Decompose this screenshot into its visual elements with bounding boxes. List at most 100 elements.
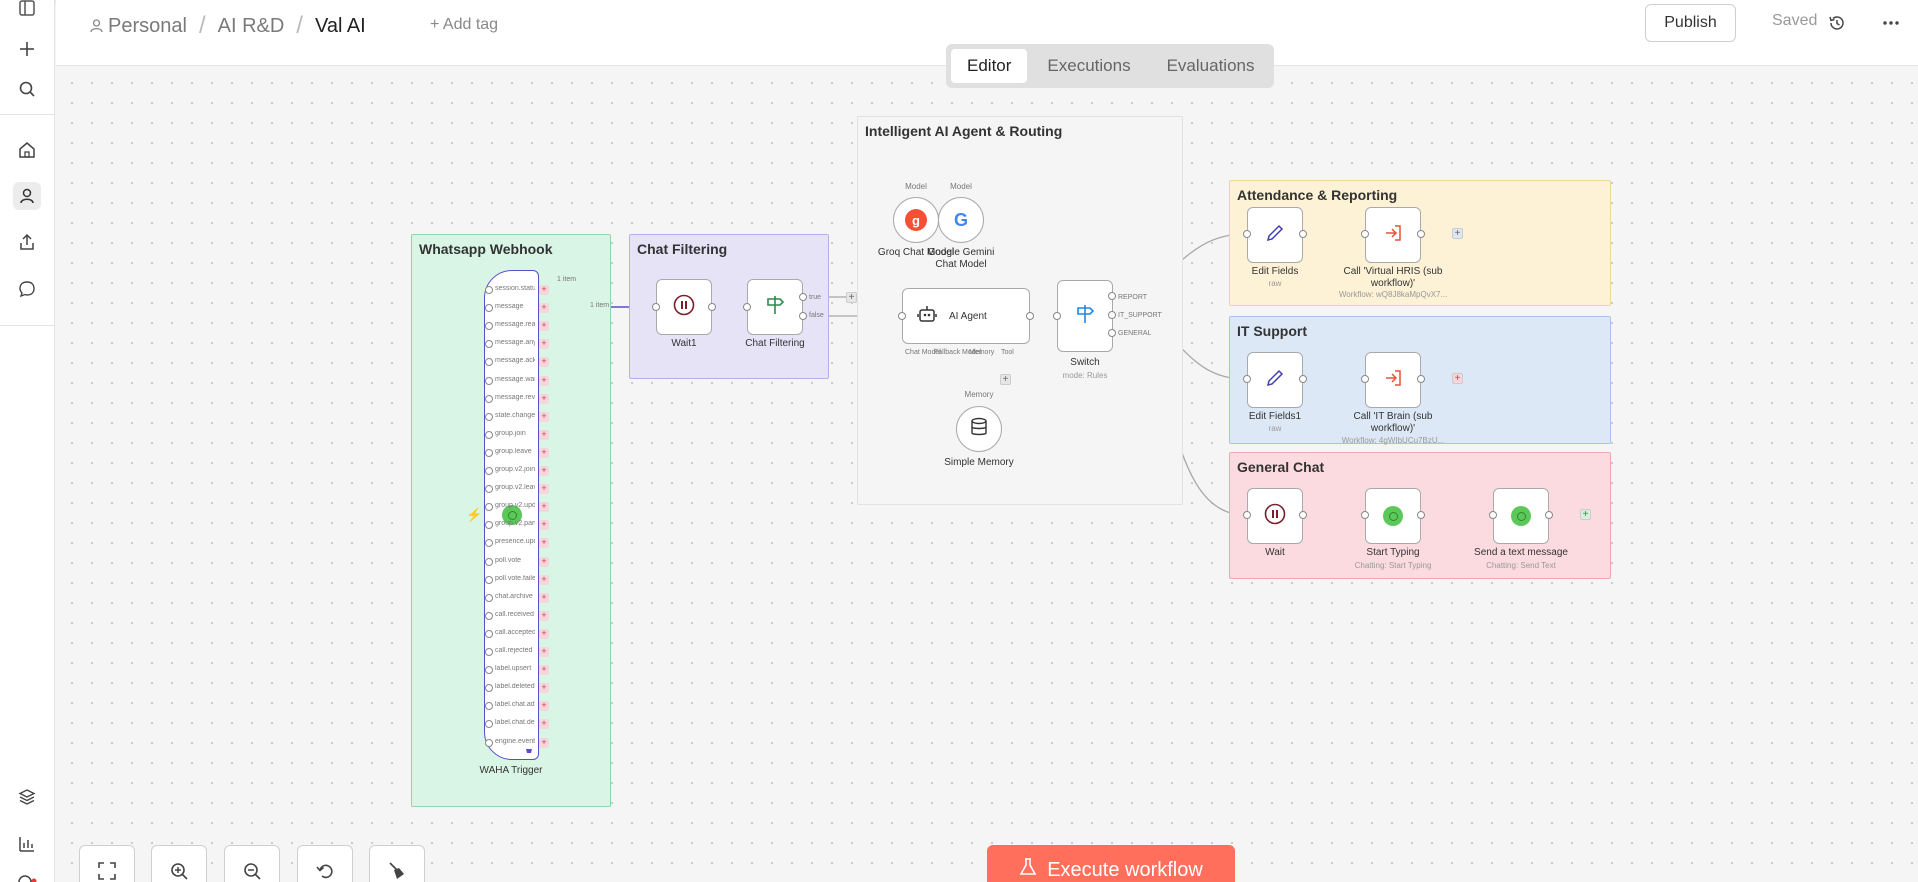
waha-output-row[interactable]: message.reaction+ bbox=[485, 320, 565, 332]
add-node-plus-icon[interactable]: + bbox=[846, 292, 857, 303]
simple-memory-node[interactable] bbox=[956, 406, 1002, 452]
output-port[interactable] bbox=[1545, 511, 1553, 519]
waha-output-row[interactable]: label.chat.deleted+ bbox=[485, 718, 565, 730]
output-port[interactable] bbox=[485, 720, 493, 728]
waha-output-row[interactable]: message+ bbox=[485, 302, 565, 314]
fit-view-button[interactable] bbox=[79, 845, 135, 882]
output-port[interactable] bbox=[485, 449, 493, 457]
input-port[interactable] bbox=[898, 312, 906, 320]
add-node-plus-icon[interactable]: + bbox=[539, 629, 549, 639]
input-port[interactable] bbox=[1489, 511, 1497, 519]
output-port[interactable] bbox=[485, 413, 493, 421]
input-port[interactable] bbox=[1361, 511, 1369, 519]
add-tool-plus-icon[interactable]: + bbox=[1000, 374, 1011, 385]
call-it-brain-workflow-node[interactable] bbox=[1365, 352, 1421, 408]
output-port[interactable] bbox=[485, 322, 493, 330]
output-port[interactable] bbox=[485, 431, 493, 439]
waha-output-row[interactable]: message.revoked+ bbox=[485, 393, 565, 405]
switch-node[interactable] bbox=[1057, 280, 1113, 352]
waha-output-row[interactable]: engine.event+ bbox=[485, 737, 565, 749]
output-port[interactable] bbox=[485, 286, 493, 294]
general-output-port[interactable] bbox=[1108, 329, 1116, 337]
output-port[interactable] bbox=[485, 395, 493, 403]
tidy-up-button[interactable] bbox=[369, 845, 425, 882]
waha-output-row[interactable]: poll.vote.failed+ bbox=[485, 574, 565, 586]
input-port[interactable] bbox=[1361, 230, 1369, 238]
waha-output-row[interactable]: group.v2.participants+ bbox=[485, 519, 565, 531]
output-port[interactable] bbox=[1417, 511, 1425, 519]
add-node-plus-icon[interactable]: + bbox=[539, 412, 549, 422]
start-typing-node[interactable] bbox=[1365, 488, 1421, 544]
output-port[interactable] bbox=[485, 558, 493, 566]
report-output-port[interactable] bbox=[1108, 292, 1116, 300]
it-support-output-port[interactable] bbox=[1108, 311, 1116, 319]
output-port[interactable] bbox=[485, 340, 493, 348]
output-port[interactable] bbox=[485, 539, 493, 547]
output-port[interactable] bbox=[485, 648, 493, 656]
output-port[interactable] bbox=[485, 358, 493, 366]
waha-output-row[interactable]: label.deleted+ bbox=[485, 682, 565, 694]
add-node-plus-icon[interactable]: + bbox=[539, 683, 549, 693]
waha-output-row[interactable]: group.leave+ bbox=[485, 447, 565, 459]
waha-output-row[interactable]: state.change+ bbox=[485, 411, 565, 423]
add-node-plus-icon[interactable]: + bbox=[539, 285, 549, 295]
input-port[interactable] bbox=[1053, 312, 1061, 320]
false-output-port[interactable] bbox=[799, 312, 807, 320]
output-port[interactable] bbox=[485, 467, 493, 475]
input-port[interactable] bbox=[1243, 511, 1251, 519]
add-node-plus-icon[interactable]: + bbox=[539, 557, 549, 567]
waha-output-row[interactable]: message.ack+ bbox=[485, 356, 565, 368]
add-node-plus-icon[interactable]: + bbox=[539, 448, 549, 458]
groq-chat-model-node[interactable]: g bbox=[893, 197, 939, 243]
add-node-plus-icon[interactable]: + bbox=[539, 502, 549, 512]
tab-evaluations[interactable]: Evaluations bbox=[1151, 49, 1271, 83]
output-port[interactable] bbox=[485, 702, 493, 710]
add-node-plus-icon[interactable]: + bbox=[539, 339, 549, 349]
output-port[interactable] bbox=[485, 630, 493, 638]
waha-output-row[interactable]: label.chat.added+ bbox=[485, 700, 565, 712]
waha-output-row[interactable]: message.any+ bbox=[485, 338, 565, 350]
waha-output-row[interactable]: call.received+ bbox=[485, 610, 565, 622]
output-port[interactable] bbox=[485, 485, 493, 493]
output-port[interactable] bbox=[485, 503, 493, 511]
waha-output-row[interactable]: group.join+ bbox=[485, 429, 565, 441]
tab-editor[interactable]: Editor bbox=[951, 49, 1027, 83]
add-node-plus-icon[interactable]: + bbox=[1452, 373, 1463, 384]
tab-executions[interactable]: Executions bbox=[1031, 49, 1146, 83]
edit-fields-node[interactable] bbox=[1247, 207, 1303, 263]
output-port[interactable] bbox=[1417, 230, 1425, 238]
add-node-plus-icon[interactable]: + bbox=[539, 430, 549, 440]
add-node-plus-icon[interactable]: + bbox=[539, 593, 549, 603]
add-node-plus-icon[interactable]: + bbox=[539, 321, 549, 331]
output-port[interactable] bbox=[1026, 312, 1034, 320]
add-node-plus-icon[interactable]: + bbox=[539, 394, 549, 404]
waha-output-row[interactable]: message.waiting+ bbox=[485, 375, 565, 387]
output-port[interactable] bbox=[1299, 375, 1307, 383]
waha-output-row[interactable]: chat.archive+ bbox=[485, 592, 565, 604]
add-node-plus-icon[interactable]: + bbox=[1580, 509, 1591, 520]
input-port[interactable] bbox=[743, 303, 751, 311]
call-hris-workflow-node[interactable] bbox=[1365, 207, 1421, 263]
wait-node[interactable] bbox=[1247, 488, 1303, 544]
output-port[interactable] bbox=[485, 576, 493, 584]
output-port[interactable] bbox=[485, 521, 493, 529]
waha-output-row[interactable]: group.v2.update+ bbox=[485, 501, 565, 513]
add-node-plus-icon[interactable]: + bbox=[539, 647, 549, 657]
input-port[interactable] bbox=[1361, 375, 1369, 383]
input-port[interactable] bbox=[1243, 230, 1251, 238]
add-node-plus-icon[interactable]: + bbox=[539, 738, 549, 748]
execute-workflow-button[interactable]: Execute workflow bbox=[987, 845, 1235, 882]
add-node-plus-icon[interactable]: + bbox=[1452, 228, 1463, 239]
output-port[interactable] bbox=[1299, 511, 1307, 519]
add-node-plus-icon[interactable]: + bbox=[539, 719, 549, 729]
zoom-out-button[interactable] bbox=[224, 845, 280, 882]
waha-output-row[interactable]: group.v2.leave+ bbox=[485, 483, 565, 495]
output-port[interactable] bbox=[708, 303, 716, 311]
add-node-plus-icon[interactable]: + bbox=[539, 575, 549, 585]
output-port[interactable] bbox=[485, 377, 493, 385]
add-node-plus-icon[interactable]: + bbox=[539, 611, 549, 621]
output-port[interactable] bbox=[485, 612, 493, 620]
output-port[interactable] bbox=[485, 684, 493, 692]
reset-zoom-button[interactable] bbox=[297, 845, 353, 882]
input-port[interactable] bbox=[1243, 375, 1251, 383]
